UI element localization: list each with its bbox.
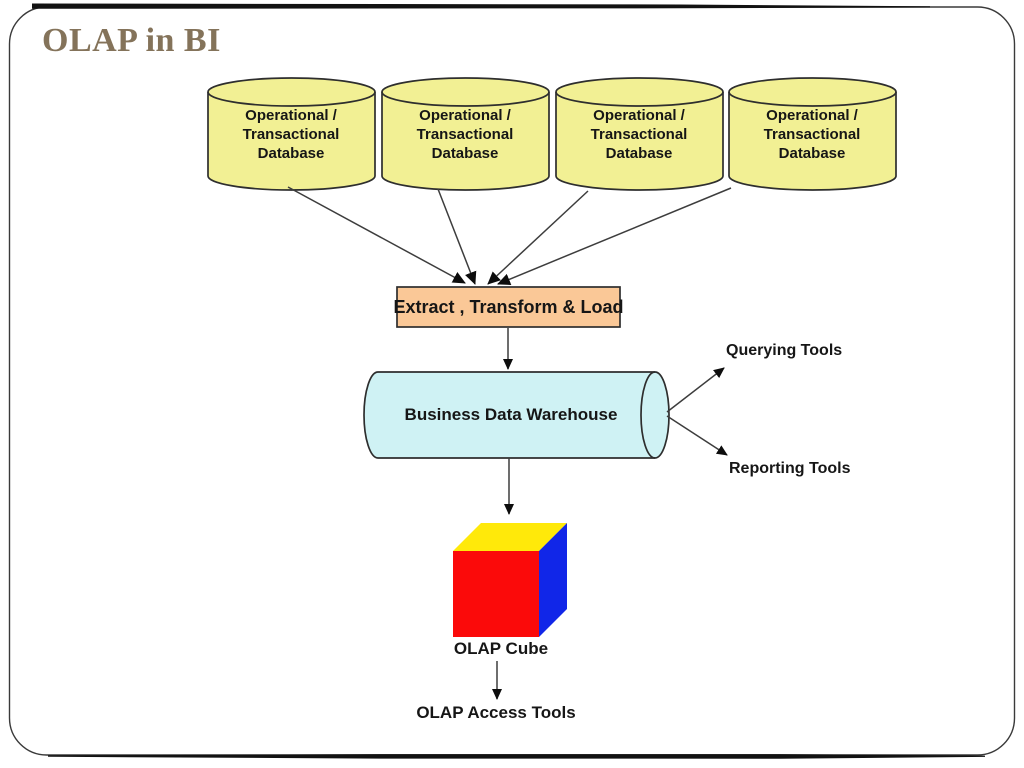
- source-database-label-1: Operational / Transactional Database: [242, 107, 340, 162]
- source-database-cylinder-2-top-arc: [381, 91, 550, 107]
- arrow-source3-to-etl: [487, 190, 589, 285]
- source-database-label-2: Operational / Transactional Database: [416, 107, 514, 162]
- source-database-cylinder-1: [207, 77, 376, 191]
- olap-cube-front-face: [453, 551, 539, 637]
- etl-box-label: Extract , Transform & Load: [393, 296, 624, 317]
- slide-frame-bottom-bar: [48, 754, 985, 759]
- warehouse-label: Business Data Warehouse: [404, 405, 618, 424]
- page-title: OLAP in BI: [42, 22, 221, 59]
- querying-tools-label: Querying Tools: [726, 342, 843, 359]
- source-database-cylinder-3-top-arc: [555, 91, 724, 107]
- arrow-source1-to-etl: [287, 186, 466, 284]
- source-database-cylinder-3: [555, 77, 724, 191]
- arrow-warehouse-to-reporting: [666, 415, 728, 456]
- source-database-cylinder-4: [728, 77, 897, 191]
- warehouse-cylinder-cap-arc: [640, 371, 656, 459]
- etl-box: [396, 286, 621, 328]
- olap-access-tools-label: OLAP Access Tools: [416, 703, 576, 722]
- source-database-label-3: Operational / Transactional Database: [590, 107, 688, 162]
- source-database-cylinder-4-top-arc: [728, 91, 897, 107]
- source-database-cylinder-2: [381, 77, 550, 191]
- slide-frame-top-bar: [32, 3, 930, 9]
- olap-cube-label: OLAP Cube: [453, 639, 549, 658]
- olap-cube-side-face: [539, 523, 567, 637]
- arrow-source2-to-etl: [437, 188, 477, 285]
- reporting-tools-label: Reporting Tools: [729, 460, 851, 477]
- arrow-source4-to-etl: [497, 187, 732, 285]
- arrow-warehouse-to-querying: [666, 367, 725, 413]
- olap-cube-top-face: [453, 523, 567, 551]
- source-database-cylinder-1-top-arc: [207, 91, 376, 107]
- source-database-label-4: Operational / Transactional Database: [763, 107, 861, 162]
